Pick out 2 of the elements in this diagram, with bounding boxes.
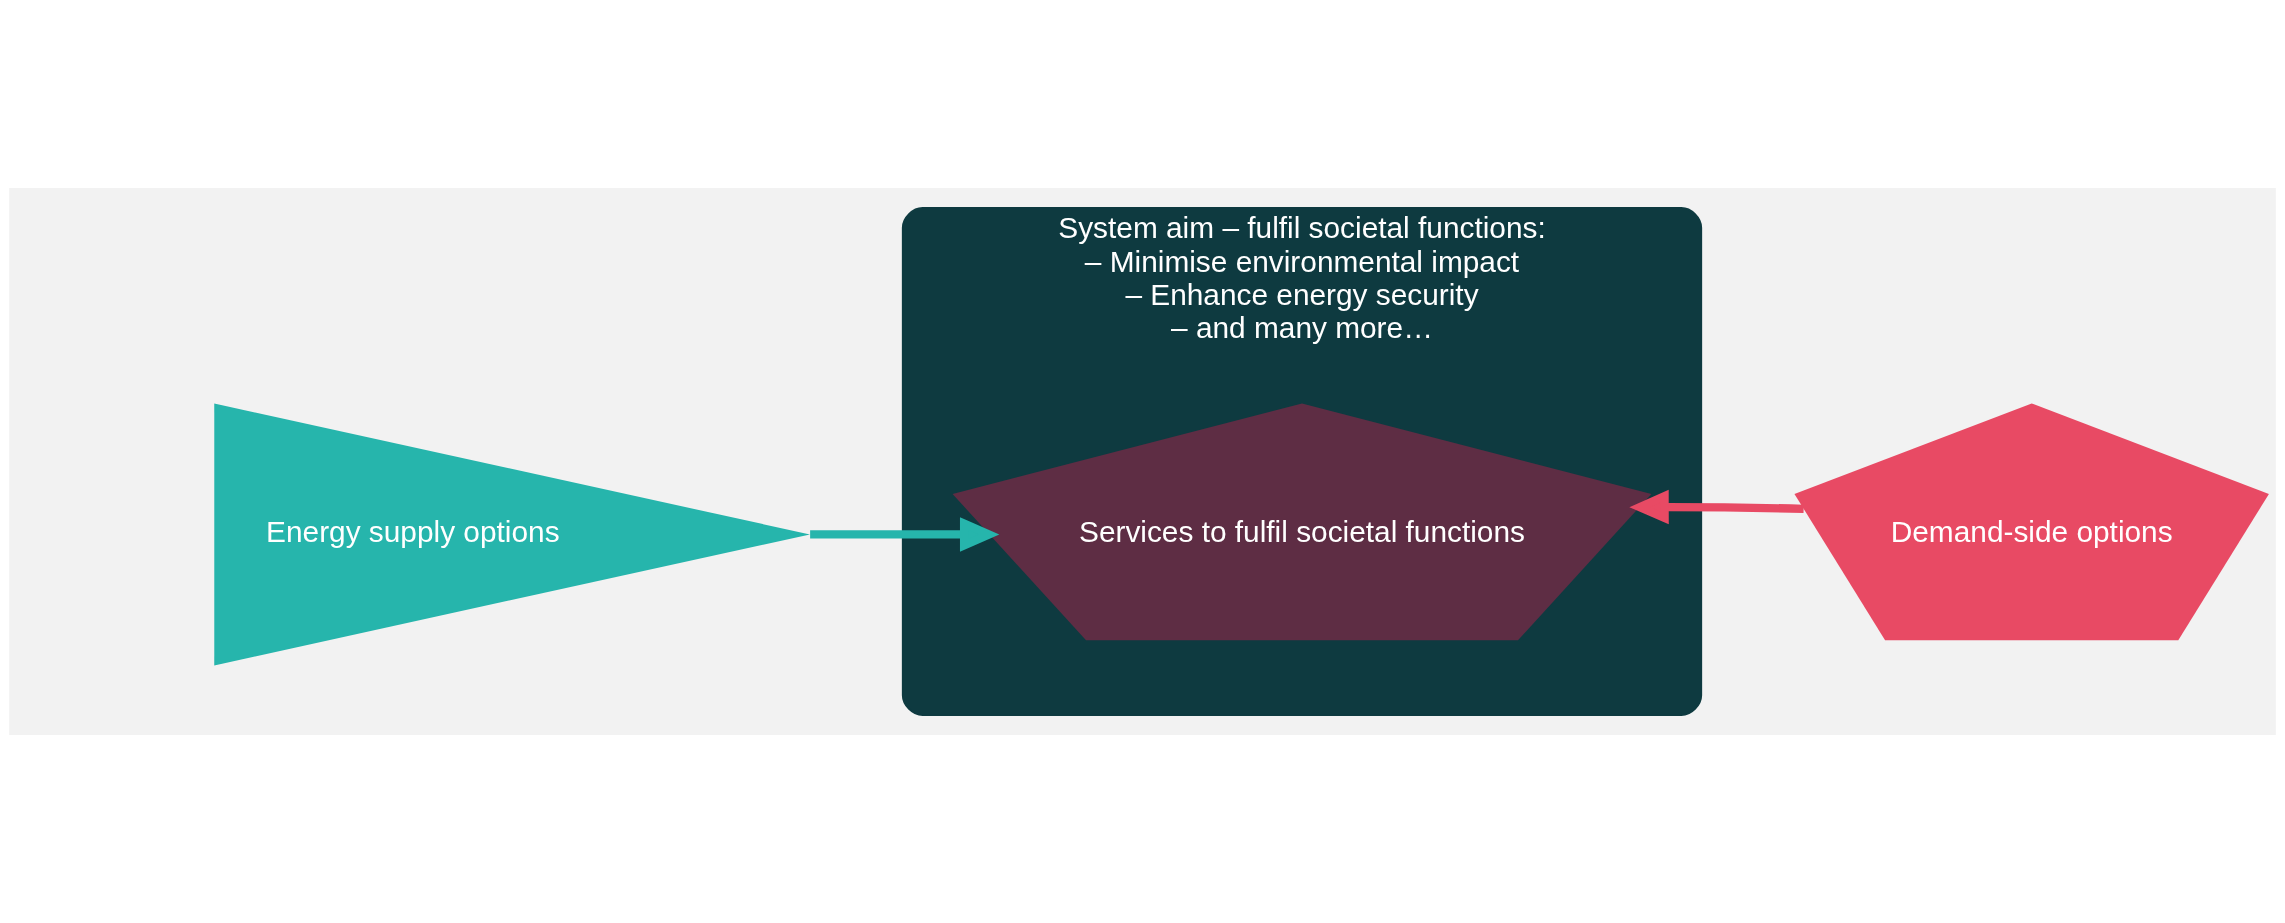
arrow: [1629, 489, 1804, 525]
arrow: [810, 517, 1000, 552]
